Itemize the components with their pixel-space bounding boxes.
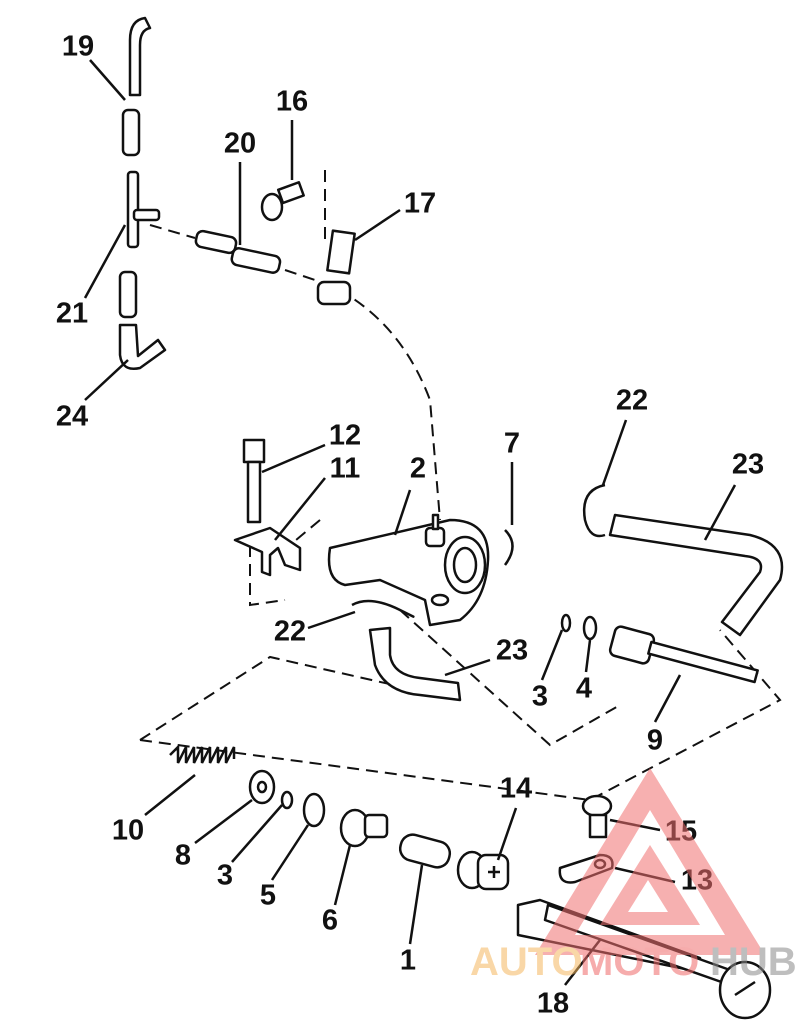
watermark-moto: MOTO — [580, 940, 699, 984]
label-3-upper: 3 — [532, 681, 548, 713]
watermark-auto: AUTO — [470, 940, 583, 984]
o-rings-3-4 — [560, 613, 598, 641]
washer-8 — [248, 769, 276, 805]
automotohub-watermark: AUTO MOTO HUB — [470, 768, 797, 984]
hose-23-lower — [368, 626, 462, 702]
label-1: 1 — [400, 945, 416, 977]
screw-16 — [260, 181, 305, 222]
label-21: 21 — [56, 298, 88, 330]
label-7: 7 — [504, 428, 520, 460]
label-4: 4 — [576, 673, 592, 705]
label-22-lower: 22 — [274, 616, 306, 648]
label-5: 5 — [260, 880, 276, 912]
bracket-11 — [233, 526, 302, 577]
label-14: 14 — [500, 773, 532, 805]
label-2: 2 — [410, 453, 426, 485]
tee-fitting-21 — [126, 170, 161, 249]
label-23-upper: 23 — [732, 449, 764, 481]
label-10: 10 — [112, 815, 144, 847]
label-22-upper: 22 — [616, 385, 648, 417]
label-16: 16 — [276, 86, 308, 118]
bolt-12 — [242, 438, 266, 524]
spring-10 — [169, 743, 236, 764]
clip-22-upper — [582, 483, 606, 538]
cam-6 — [339, 808, 389, 848]
label-11: 11 — [330, 453, 361, 485]
label-3-lower: 3 — [217, 860, 233, 892]
housing-2 — [327, 513, 490, 627]
label-6: 6 — [322, 905, 338, 937]
hose-20 — [194, 229, 282, 274]
label-18: 18 — [537, 988, 569, 1020]
hose-19 — [121, 16, 152, 157]
label-20: 20 — [224, 128, 256, 160]
label-24: 24 — [56, 401, 88, 433]
hose-24 — [118, 270, 167, 370]
hose-23-upper — [608, 513, 784, 637]
o-ring-3 — [280, 790, 294, 810]
label-12: 12 — [329, 420, 361, 452]
label-23-lower: 23 — [496, 635, 528, 667]
label-17: 17 — [404, 188, 436, 220]
watermark-hub: HUB — [710, 940, 797, 984]
screw-15 — [581, 794, 613, 839]
o-ring-5 — [302, 792, 326, 828]
clip-22-lower — [351, 599, 415, 618]
watermark-triangle-logo — [535, 768, 765, 955]
label-8: 8 — [175, 840, 191, 872]
plunger-1 — [398, 833, 452, 869]
clip-7 — [503, 529, 514, 566]
clamp-17 — [316, 229, 356, 306]
label-19: 19 — [62, 31, 94, 63]
shaft-9 — [608, 625, 759, 684]
plug-14 — [456, 850, 510, 891]
leader-lines — [83, 59, 737, 986]
label-9: 9 — [647, 725, 663, 757]
